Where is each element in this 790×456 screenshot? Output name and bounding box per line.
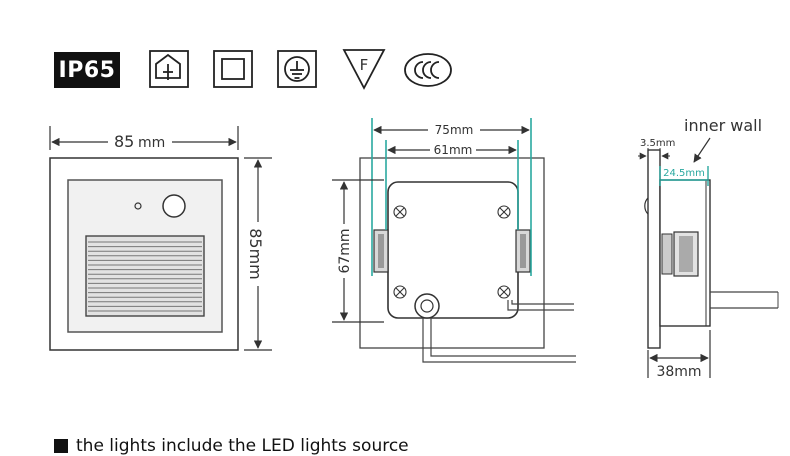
back-view: 75mm 61mm 67mm [332,118,576,363]
side-view: 3.5mm inner wall 24.5mm 38mm [638,116,779,380]
inner-wall-callout: inner wall [684,116,762,135]
back-outer-span-label: 75mm [435,123,474,137]
footer-note: the lights include the LED lights source [54,436,409,456]
front-height-label: 85mm [246,228,265,280]
front-view: 85 mm 85mm [49,126,272,351]
wire-3 [507,300,574,311]
screw-icon [393,205,511,299]
side-depth-total-label: 38mm [656,364,701,380]
double-insulation-icon [213,50,253,88]
footer-note-text: the lights include the LED lights source [76,436,409,456]
side-face-plate [647,149,661,349]
back-housing [387,181,519,319]
wire-1 [422,318,576,363]
wire-4 [511,300,574,305]
back-height-label: 67mm [337,228,353,273]
ground-symbol-icon [277,50,317,88]
indoor-house-icon [149,50,189,88]
sensor-icon [162,194,186,218]
front-width-label: 85 [114,132,134,151]
indicator-dot-icon [134,202,142,210]
f-mark-triangle-icon: F [342,49,386,90]
back-inner-span-label: 61mm [434,143,473,157]
ip65-badge: IP65 [54,52,120,88]
louver-panel [85,235,205,317]
svg-text:F: F [360,56,369,74]
side-depth-inner-label: 24.5mm [663,168,705,179]
ccc-certification-icon [404,53,452,87]
side-thickness-label: 3.5mm [640,138,675,149]
wire-2 [430,318,576,357]
bullet-square-icon [54,439,68,453]
front-width-unit: mm [138,135,165,151]
